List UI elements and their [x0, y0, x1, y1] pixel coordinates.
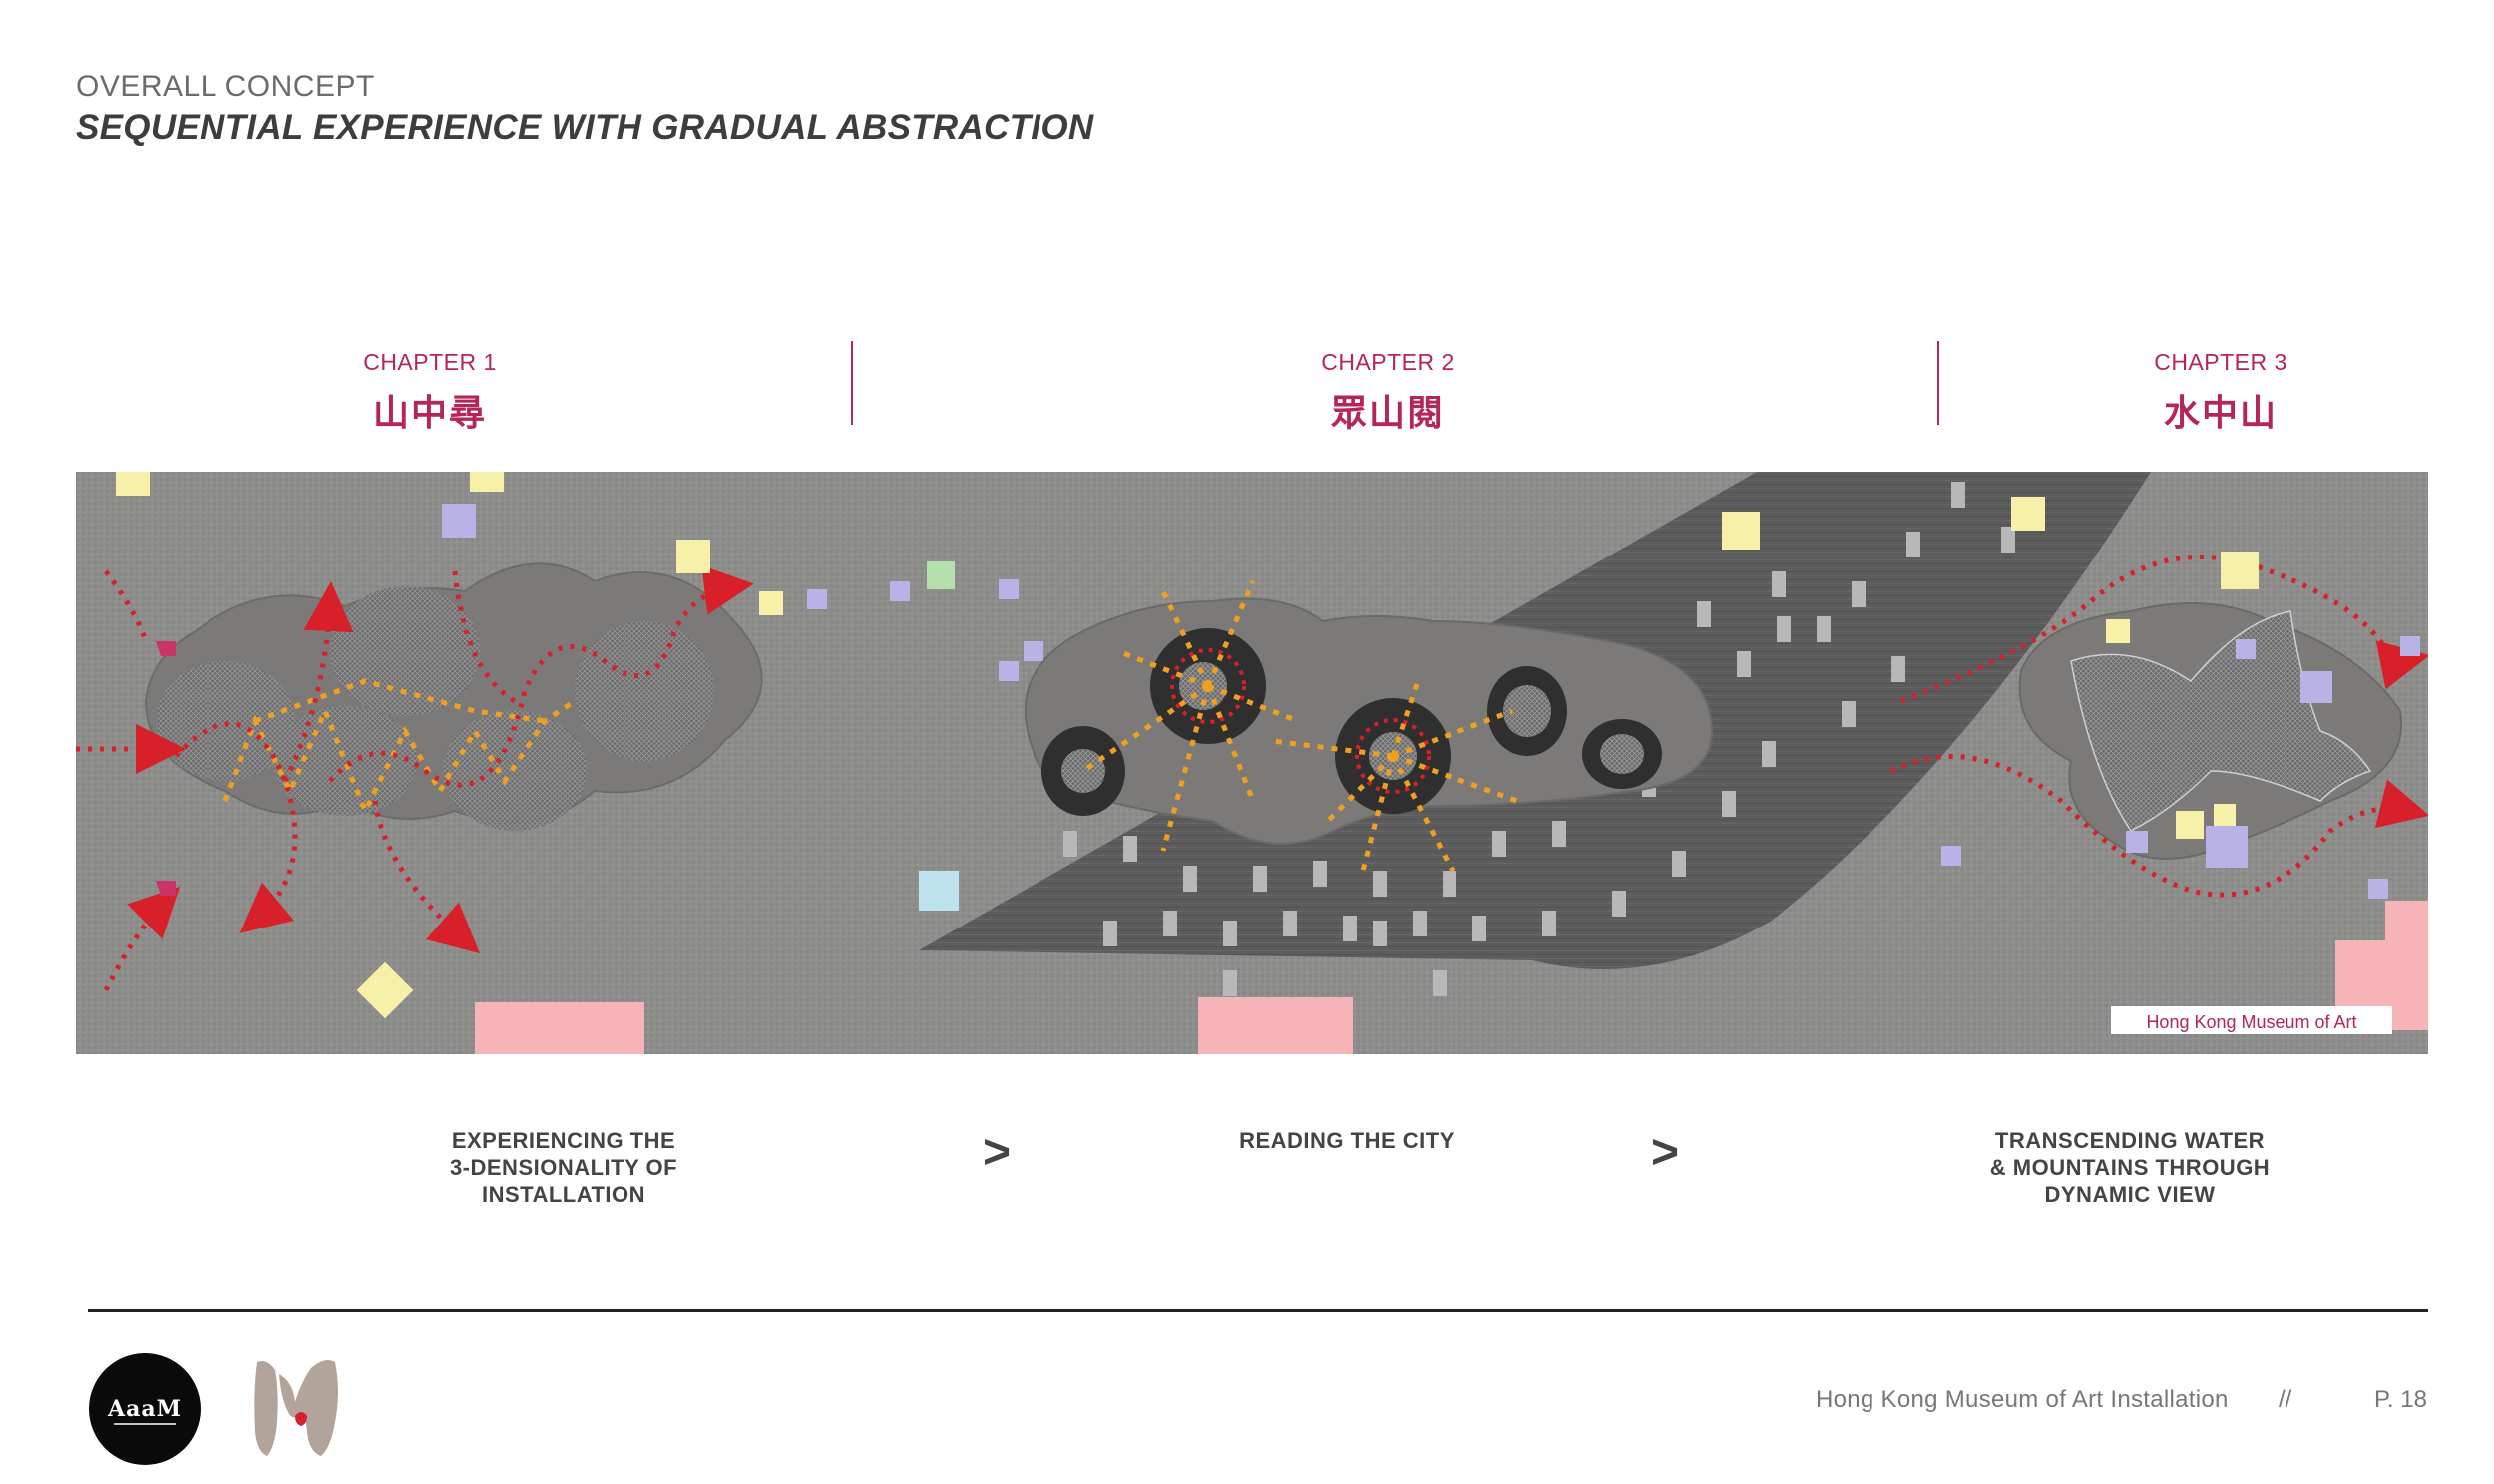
chapter-3-label: CHAPTER 3 [2154, 349, 2287, 375]
footer-project-name: Hong Kong Museum of Art Installation [1816, 1386, 2229, 1413]
chapter-3-name: 水中山 [2163, 392, 2278, 434]
caption-chapter-1: EXPERIENCING THE 3-DENSIONALITY OF INSTA… [399, 1127, 728, 1208]
chapter-1-mountains [156, 586, 714, 831]
chapter-1-label: CHAPTER 1 [363, 349, 497, 375]
caption-1-line-3: INSTALLATION [481, 1182, 646, 1207]
museum-label-box [2111, 1006, 2392, 1034]
chapter-2-label: CHAPTER 2 [1321, 349, 1455, 375]
sequence-arrow-2: > [1651, 1126, 1680, 1179]
entry-markers [156, 641, 176, 896]
chapter-2-sightlines [1081, 580, 1518, 873]
page-number: P. 18 [2374, 1386, 2427, 1413]
chapter-divider-1 [851, 341, 853, 425]
caption-3-line-2: & MOUNTAINS THROUGH [1989, 1155, 2271, 1180]
chapter-2-name: 眾山閱 [1330, 392, 1445, 434]
aaam-logo-text: AaaM [107, 1396, 182, 1422]
caption-chapter-3: TRANSCENDING WATER & MOUNTAINS THROUGH D… [1950, 1127, 2309, 1208]
museum-label: Hong Kong Museum of Art [2146, 1012, 2356, 1032]
caption-2-line-1: READING THE CITY [1239, 1128, 1455, 1153]
caption-3-line-3: DYNAMIC VIEW [2044, 1182, 2216, 1207]
chapter-1-visitor-paths [76, 564, 754, 992]
caption-chapter-2: READING THE CITY [1182, 1127, 1511, 1154]
chapter-3-mountain [2070, 610, 2372, 832]
chapter-2-heading: CHAPTER 2 眾山閱 [1208, 349, 1567, 436]
chapter-1-name: 山中尋 [372, 392, 487, 434]
sequence-arrow-1: > [983, 1126, 1012, 1179]
m-mountain-logo-icon [254, 1360, 338, 1456]
footer-divider [88, 1309, 2428, 1312]
colored-blocks [116, 472, 2428, 1054]
chapter-2-mountains [1061, 662, 1644, 793]
footer-separator: // [2279, 1386, 2292, 1413]
chapter-3-heading: CHAPTER 3 水中山 [2041, 349, 2400, 436]
site-plan-diagram: Hong Kong Museum of Art [76, 472, 2428, 1054]
chapter-2-focus-rings [1170, 648, 1431, 794]
street-tiles [1063, 482, 2015, 996]
chapter-3-visitor-paths [1889, 555, 2428, 898]
page-title: SEQUENTIAL EXPERIENCE WITH GRADUAL ABSTR… [76, 108, 1094, 147]
caption-1-line-1: EXPERIENCING THE [451, 1128, 676, 1153]
header-kicker: OVERALL CONCEPT [76, 70, 375, 103]
chapter-1-heading: CHAPTER 1 山中尋 [250, 349, 610, 436]
caption-1-line-2: 3-DENSIONALITY OF [449, 1155, 678, 1180]
chapter-1-sightlines [222, 678, 577, 818]
chapter-divider-2 [1937, 341, 1939, 425]
aaam-logo-icon: AaaM [89, 1353, 201, 1465]
caption-3-line-1: TRANSCENDING WATER [1994, 1128, 2266, 1153]
